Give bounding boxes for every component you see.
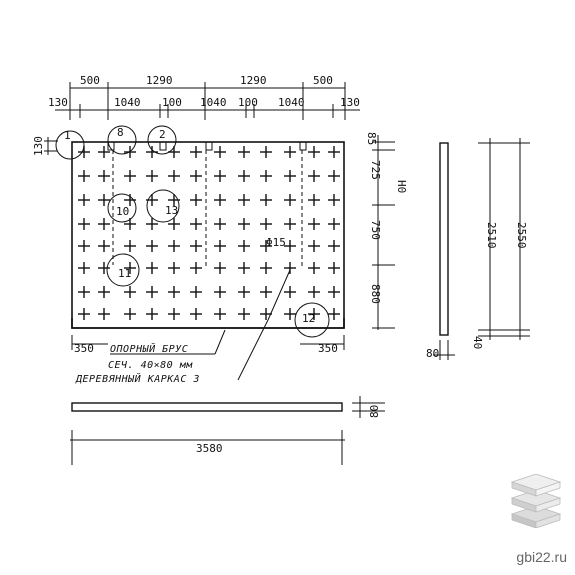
dim-row2-100-b: 100: [238, 96, 258, 109]
dim-right-marker: H0: [395, 180, 408, 193]
callout-2: 2: [159, 128, 166, 141]
reinforcement-cross-grid: [78, 146, 340, 320]
callout-1: 1: [64, 129, 71, 142]
dim-section-2510: 2510: [485, 222, 498, 249]
callout-8: 8: [117, 126, 124, 139]
note-wooden-frame: ДЕРЕВЯННЫЙ КАРКАС 3: [75, 372, 200, 385]
diameter-label: Φ15: [266, 236, 286, 249]
callout-12: 12: [302, 312, 315, 325]
callout-11: 11: [118, 267, 131, 280]
dim-bottom-350-right: 350: [318, 342, 338, 355]
callout-10: 10: [116, 205, 129, 218]
dim-top-1290-left: 1290: [146, 74, 173, 87]
dim-row2-1040-c: 1040: [278, 96, 305, 109]
dim-row2-130-right: 130: [340, 96, 360, 109]
note-section-size: СЕЧ. 40×80 мм: [108, 360, 193, 371]
dim-top-1290-right: 1290: [240, 74, 267, 87]
dim-right-85: 85: [365, 132, 378, 145]
dim-section-2550: 2550: [515, 222, 528, 249]
dim-bottom-section-80: 80: [368, 405, 381, 418]
dim-top-500-right: 500: [313, 74, 333, 87]
dim-right-725: 725: [369, 160, 382, 180]
dim-right-880: 880: [369, 284, 382, 304]
note-support-beam: ОПОРНЫЙ БРУС: [110, 342, 188, 355]
dim-overall-width: 3580: [196, 442, 223, 455]
callout-13: 13: [165, 204, 178, 217]
dim-left-130: 130: [32, 136, 45, 156]
dim-row2-100-a: 100: [162, 96, 182, 109]
dim-row2-130-left: 130: [48, 96, 68, 109]
dim-right-750: 750: [369, 220, 382, 240]
watermark-text: gbi22.ru: [516, 549, 567, 565]
dim-row2-1040-a: 1040: [114, 96, 141, 109]
dim-top-500-left: 500: [80, 74, 100, 87]
dim-row2-1040-b: 1040: [200, 96, 227, 109]
dim-section-40: 40: [471, 336, 484, 349]
dim-section-80: 80: [426, 347, 439, 360]
dim-bottom-350-left: 350: [74, 342, 94, 355]
stacked-slabs-logo: [510, 474, 562, 528]
